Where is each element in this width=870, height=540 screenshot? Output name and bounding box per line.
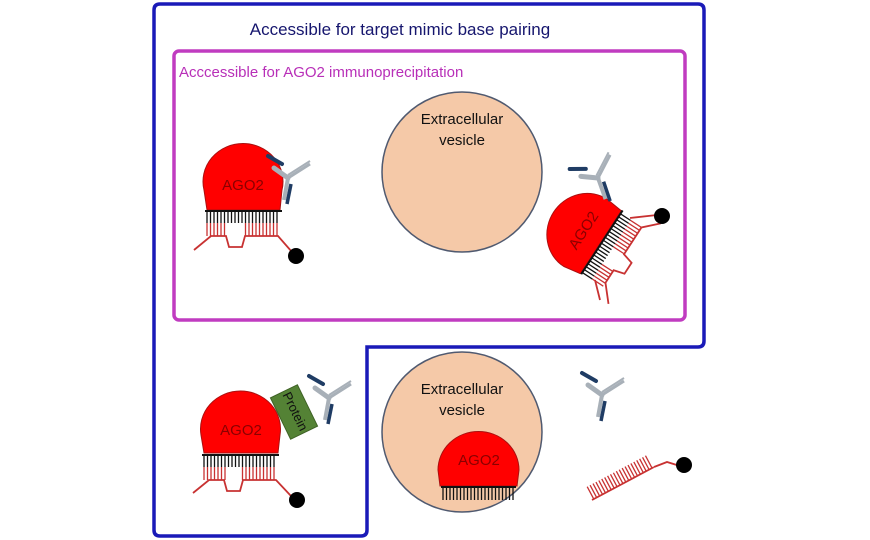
base-pair-target xyxy=(639,458,647,472)
base-pair-target xyxy=(633,461,641,475)
base-pairs xyxy=(206,211,278,236)
base-pair-guide xyxy=(614,222,626,230)
target-mimic-free xyxy=(586,455,655,501)
base-pairs xyxy=(442,487,514,500)
base-pair-target xyxy=(613,246,625,255)
base-pair-target xyxy=(609,474,618,487)
base-pair-guide xyxy=(593,254,605,263)
base-pair-target xyxy=(595,272,608,281)
base-pair-target xyxy=(598,480,606,494)
base-pair-target xyxy=(597,269,610,278)
ago2-protein-shape xyxy=(437,431,520,487)
extracellular-vesicle-top xyxy=(381,91,543,253)
base-pair-guide xyxy=(618,216,629,224)
reporter-dot xyxy=(676,457,692,473)
target-mimic-backbone xyxy=(591,466,655,501)
target-strand xyxy=(192,479,292,497)
base-pair-target xyxy=(618,237,631,246)
outer-region-label: Accessible for target mimic base pairing xyxy=(250,20,550,39)
base-pair-guide xyxy=(587,263,599,271)
vesicle-bottom-label-line1: Extracellular xyxy=(421,381,504,398)
base-pair-guide xyxy=(583,269,595,277)
target-strand xyxy=(193,235,293,253)
base-pair-guide xyxy=(581,271,593,280)
base-pair-target xyxy=(604,477,612,491)
target-strand xyxy=(604,222,661,304)
base-pair-target xyxy=(592,278,604,287)
base-pair-target xyxy=(641,456,650,470)
base-pair-guide xyxy=(604,236,616,245)
base-pair-guide xyxy=(606,233,618,242)
ago2-complex-on-vesicle: AGO2 xyxy=(546,192,661,304)
antibody-icon-free xyxy=(582,373,624,421)
base-pair-target xyxy=(599,266,612,275)
ago2-label: AGO2 xyxy=(220,422,262,439)
base-pair-target xyxy=(615,470,624,484)
base-pair-target xyxy=(616,240,629,249)
base-pair-target xyxy=(592,483,601,497)
base-pair-target xyxy=(622,231,635,240)
guide-strand-line xyxy=(580,209,624,275)
antibody-icon xyxy=(309,376,351,424)
base-pair-guide xyxy=(616,219,628,227)
inner-region-border xyxy=(172,49,687,322)
base-pair-target xyxy=(624,228,637,237)
outer-region-border xyxy=(152,2,706,538)
ago2-protein-shape xyxy=(546,192,622,275)
reporter-dot xyxy=(288,248,304,264)
target-mimic-tail xyxy=(653,461,681,468)
base-pair-target xyxy=(593,275,606,284)
target-strand-tail xyxy=(594,279,601,301)
base-pair-target xyxy=(601,478,609,492)
base-pair-target xyxy=(589,484,598,498)
vesicle-top-label-line2: vesicle xyxy=(439,132,485,149)
vesicle-top-label-line1: Extracellular xyxy=(421,111,504,128)
base-pair-guide xyxy=(601,242,612,251)
base-pair-target xyxy=(618,469,627,483)
base-pair-guide xyxy=(602,239,614,248)
target-strand-tail xyxy=(629,214,658,219)
base-pair-target xyxy=(621,467,630,481)
base-pair-guide xyxy=(612,225,624,233)
base-pair-target xyxy=(614,243,627,252)
base-pair-target xyxy=(644,455,653,469)
vesicle-bottom-label-line2: vesicle xyxy=(439,402,485,419)
base-pair-target xyxy=(628,222,640,231)
ago2-label: AGO2 xyxy=(458,452,500,469)
base-pair-guide xyxy=(620,213,631,221)
base-pair-target xyxy=(612,472,621,486)
base-pairs xyxy=(203,455,275,480)
base-pair-target xyxy=(636,460,644,474)
base-pair-target xyxy=(626,225,638,234)
reporter-dot xyxy=(654,208,670,224)
base-pair-guide xyxy=(599,245,610,254)
base-pair-target xyxy=(630,463,639,477)
ago2-complex-with-protein: AGO2 Protein xyxy=(192,376,351,508)
base-pair-target xyxy=(630,219,642,228)
base-pair-target xyxy=(620,234,633,243)
base-pair-target xyxy=(607,475,615,489)
base-pair-guide xyxy=(589,260,601,268)
base-pair-target xyxy=(586,486,595,500)
base-pairs xyxy=(581,213,642,287)
ago2-protein-shape xyxy=(202,143,284,211)
base-pair-guide xyxy=(585,266,597,274)
ago2-inside-vesicle: AGO2 xyxy=(437,431,520,500)
base-pair-guide xyxy=(610,227,622,236)
base-pair-target xyxy=(627,464,636,478)
base-pair-guide xyxy=(597,248,608,257)
reporter-dot xyxy=(289,492,305,508)
base-pair-target xyxy=(601,263,614,273)
base-pair-target xyxy=(595,481,604,495)
ago2-protein-shape xyxy=(200,390,281,454)
base-pair-guide xyxy=(608,230,620,239)
ago2-complex-free: AGO2 xyxy=(193,143,310,264)
base-pairs xyxy=(586,455,653,500)
base-pair-target xyxy=(624,466,633,480)
base-pair-guide xyxy=(595,251,607,260)
base-pair-guide xyxy=(591,257,603,265)
inner-region-label: Acccessible for AGO2 immunoprecipitation xyxy=(179,64,463,81)
ago2-label: AGO2 xyxy=(222,177,264,194)
